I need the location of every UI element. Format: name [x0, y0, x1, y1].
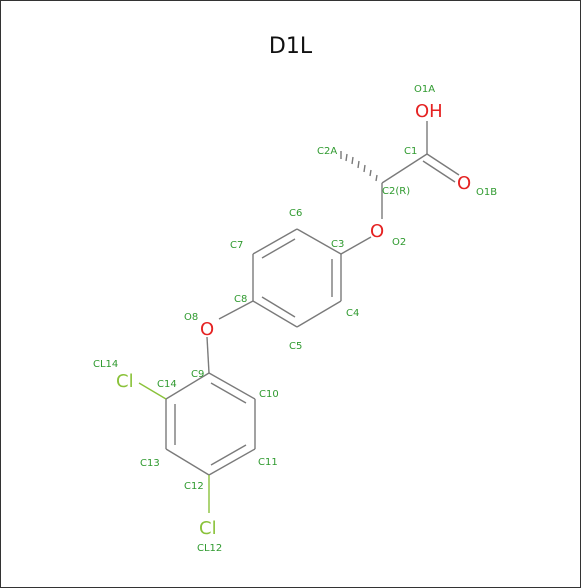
- stereo-hash-bond: [340, 151, 378, 182]
- atom-label-c13: C13: [140, 458, 160, 469]
- atom-label-c11: C11: [258, 457, 278, 468]
- ether-oxygen-o8: O: [200, 319, 214, 340]
- atom-label-o1a: O1A: [414, 84, 435, 95]
- atom-label-c9: C9: [191, 369, 204, 380]
- atom-label-cl12: CL12: [197, 543, 222, 554]
- hydroxyl-oh: OH: [415, 101, 443, 122]
- bond-c2-c1: [381, 153, 428, 184]
- atom-label-c3: C3: [331, 239, 344, 250]
- benzene-ring-1: [252, 228, 342, 328]
- atom-label-cl14: CL14: [93, 359, 118, 370]
- atom-label-c2a: C2A: [317, 146, 337, 157]
- chlorine-cl12: Cl: [199, 518, 217, 539]
- atom-label-c6: C6: [289, 208, 302, 219]
- carbonyl-oxygen: O: [457, 173, 471, 194]
- chlorine-cl14: Cl: [116, 371, 134, 392]
- atom-label-c8: C8: [234, 294, 247, 305]
- atom-label-c10: C10: [259, 389, 279, 400]
- bond-c14-cl14: [138, 382, 167, 400]
- ligand-title: D1L: [268, 34, 313, 59]
- bond-o2-c3: [340, 236, 372, 255]
- bond-c8-o8: [218, 300, 254, 320]
- bond-o8-c9: [206, 336, 210, 374]
- atom-label-c7: C7: [230, 240, 243, 251]
- ether-oxygen-o2: O: [370, 221, 384, 242]
- atom-label-c14: C14: [157, 379, 177, 390]
- atom-label-c4: C4: [346, 308, 359, 319]
- bond-c1-o1b-double: [422, 160, 456, 183]
- atom-label-c1: C1: [404, 146, 417, 157]
- atom-label-o8: O8: [184, 312, 198, 323]
- atom-label-c2: C2(R): [382, 186, 410, 197]
- atom-label-o2: O2: [392, 237, 406, 248]
- atom-label-c5: C5: [289, 341, 302, 352]
- benzene-ring-2: [165, 372, 256, 476]
- atom-label-c12: C12: [184, 481, 204, 492]
- bond-c1-o1b: [426, 153, 460, 176]
- atom-label-o1b: O1B: [476, 187, 497, 198]
